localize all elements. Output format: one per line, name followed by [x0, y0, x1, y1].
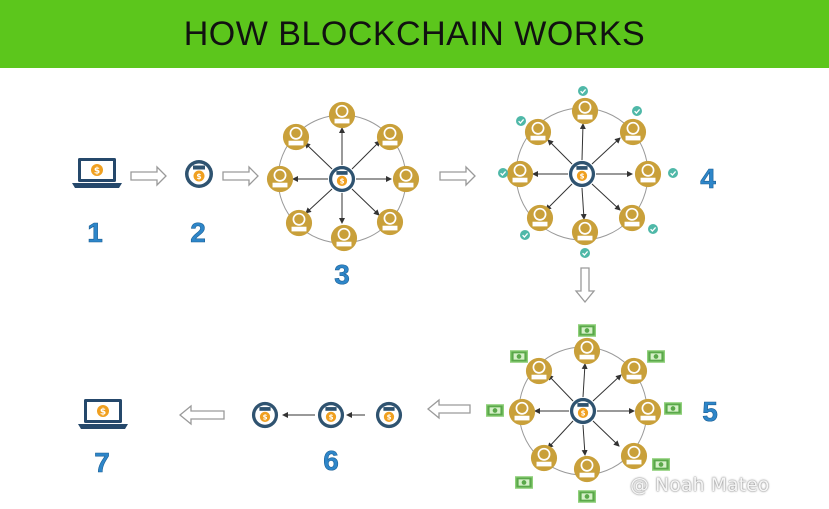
check-icon [520, 230, 530, 240]
step-6-chain [251, 401, 403, 429]
node-icon [508, 398, 536, 426]
hub-block-icon [568, 160, 596, 188]
check-icon [578, 86, 588, 96]
node-icon [634, 160, 662, 188]
node-icon [526, 204, 554, 232]
page-title: HOW BLOCKCHAIN WORKS [183, 14, 646, 53]
check-icon [632, 106, 642, 116]
step-3-network [266, 101, 420, 252]
cash-reward-icon [510, 350, 528, 363]
arrow-3-to-4-icon [439, 165, 476, 187]
node-icon [376, 208, 404, 236]
node-icon [619, 118, 647, 146]
step-2-block-icon [185, 160, 213, 188]
step-5-number: 5 [702, 396, 718, 427]
node-icon [573, 337, 601, 365]
node-icon [620, 442, 648, 470]
block-icon [317, 401, 345, 429]
node-icon [620, 357, 648, 385]
cash-reward-icon [515, 476, 533, 489]
block-icon [375, 401, 403, 429]
step-1-number: 1 [87, 217, 103, 248]
cash-reward-icon [578, 490, 596, 503]
step-4-number: 4 [700, 163, 716, 194]
node-icon [571, 97, 599, 125]
node-icon [634, 398, 662, 426]
cash-reward-icon [578, 324, 596, 337]
cash-reward-icon [486, 404, 504, 417]
watermark: @ Noah Mateo [630, 474, 770, 496]
step-3-number: 3 [334, 259, 350, 290]
cash-reward-icon [647, 350, 665, 363]
arrow-5-to-6-icon [426, 398, 471, 420]
node-icon [530, 444, 558, 472]
arrow-6-to-7-icon [178, 404, 225, 426]
node-icon [285, 209, 313, 237]
step-5-network [486, 324, 682, 503]
cash-reward-icon [652, 458, 670, 471]
block-icon [251, 401, 279, 429]
arrow-2-to-3-icon [222, 165, 259, 187]
check-icon [668, 168, 678, 178]
arrow-4-to-5-icon [574, 267, 596, 304]
node-icon [266, 165, 294, 193]
node-icon [376, 123, 404, 151]
node-icon [525, 357, 553, 385]
hub-block-icon [569, 397, 597, 425]
node-icon [524, 118, 552, 146]
cash-reward-icon [664, 402, 682, 415]
node-icon [573, 455, 601, 483]
node-icon [506, 160, 534, 188]
node-icon [392, 165, 420, 193]
check-icon [580, 248, 590, 258]
step-7-number: 7 [94, 447, 110, 478]
node-icon [330, 224, 358, 252]
node-icon [282, 123, 310, 151]
arrow-1-to-2-icon [130, 165, 167, 187]
check-icon [516, 116, 526, 126]
step-1-laptop-icon [72, 158, 122, 188]
node-icon [328, 101, 356, 129]
title-banner: HOW BLOCKCHAIN WORKS [0, 0, 829, 68]
hub-block-icon [328, 165, 356, 193]
node-icon [618, 204, 646, 232]
step-6-number: 6 [323, 445, 339, 476]
step-7-laptop-icon [78, 399, 128, 429]
check-icon [648, 224, 658, 234]
check-icon [498, 168, 508, 178]
step-4-network [498, 86, 678, 258]
step-2-number: 2 [190, 217, 206, 248]
node-icon [571, 218, 599, 246]
